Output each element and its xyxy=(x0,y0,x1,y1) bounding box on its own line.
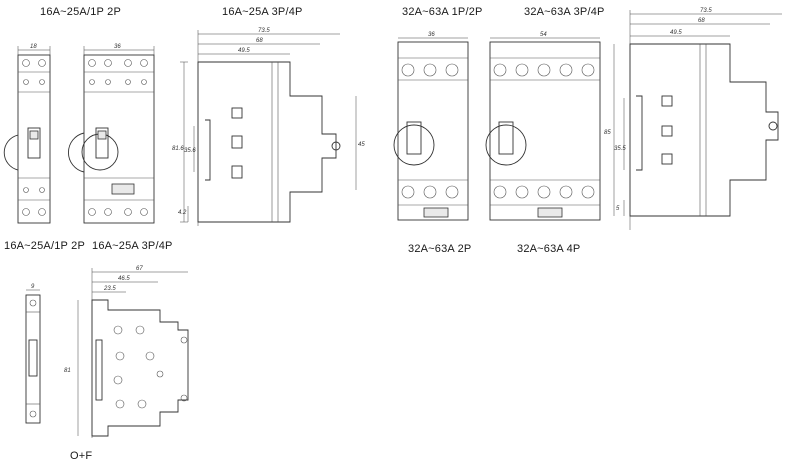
title-32-63a-3p-4p: 32A~63A 3P/4P xyxy=(524,6,605,18)
title-32-63a-1p-2p: 32A~63A 1P/2P xyxy=(402,6,483,18)
caption-32-63a-4p: 32A~63A 4P xyxy=(517,243,581,255)
dim-side2-total: 73.5 xyxy=(700,8,712,14)
dim-w36b: 36 xyxy=(428,32,435,38)
dim-w18: 18 xyxy=(30,44,37,50)
title-16-25a-3p-4p: 16A~25A 3P/4P xyxy=(222,6,303,18)
dim-side1-h356: 35.6 xyxy=(184,148,196,154)
aux-side-view: 67 46.5 23.5 81 xyxy=(64,266,189,438)
dim-side1-h42: 4.2 xyxy=(178,210,187,216)
dim-aux-235: 23.5 xyxy=(103,286,116,292)
aux-front-view: 9 xyxy=(25,284,41,424)
dim-side1-h45: 45 xyxy=(358,142,365,148)
side-view-16-25a: 73.5 68 49.5 81.6 35.6 45 4.2 xyxy=(172,28,365,226)
dim-side2-h5: 5 xyxy=(616,206,620,212)
dim-side1-68: 68 xyxy=(256,38,263,44)
dim-side2-h85: 85 xyxy=(604,130,611,136)
dim-aux-h81: 81 xyxy=(64,368,71,374)
dim-side1-h816: 81.6 xyxy=(172,146,184,152)
dim-aux-total: 67 xyxy=(136,266,143,272)
dim-aux-465: 46.5 xyxy=(118,276,130,282)
dim-side2-495: 49.5 xyxy=(670,30,682,36)
caption-32-63a-2p: 32A~63A 2P xyxy=(408,243,472,255)
dim-side1-495: 49.5 xyxy=(238,48,250,54)
caption-16-25a-1p-2p: 16A~25A/1P 2P xyxy=(4,240,85,252)
dim-w36a: 36 xyxy=(114,44,121,50)
dim-side1-total: 73.5 xyxy=(258,28,270,34)
front-view-2p: 36 xyxy=(68,44,155,224)
front-view-32-63a-4p: 54 xyxy=(485,32,601,221)
title-16-25a-1p-2p: 16A~25A/1P 2P xyxy=(40,6,121,18)
front-view-1p: 18 xyxy=(3,44,51,224)
side-view-32-63a: 73.5 68 49.5 85 35.5 5 xyxy=(604,8,782,230)
dim-side2-68: 68 xyxy=(698,18,705,24)
dim-w54: 54 xyxy=(540,32,547,38)
caption-o-plus-f: O+F xyxy=(70,450,93,462)
dim-aux-w9: 9 xyxy=(31,284,35,290)
caption-16-25a-3p-4p: 16A~25A 3P/4P xyxy=(92,240,173,252)
front-view-32-63a-2p: 36 xyxy=(393,32,469,221)
dim-side2-h355: 35.5 xyxy=(614,146,626,152)
